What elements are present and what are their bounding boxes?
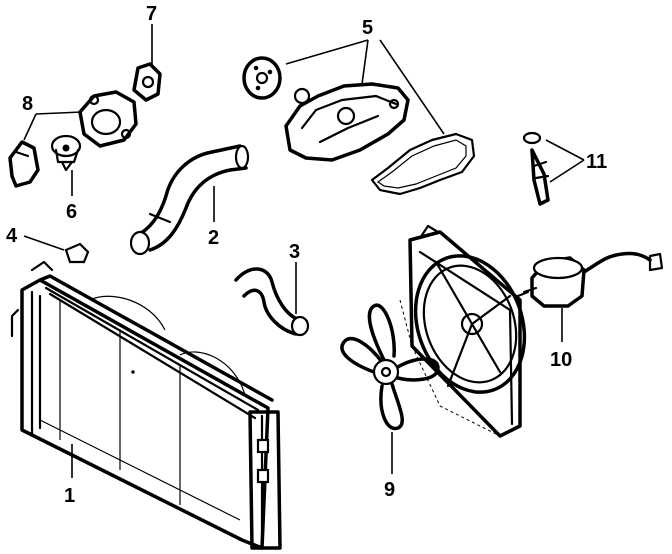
callout-4: 4 — [6, 225, 65, 251]
callout-1: 1 — [64, 444, 75, 507]
callout-10: 10 — [550, 308, 572, 371]
callout-11: 11 — [545, 139, 607, 183]
callout-7: 7 — [146, 3, 157, 64]
drain-plug — [64, 242, 90, 264]
thermostat — [50, 134, 82, 172]
callout-9: 9 — [384, 432, 395, 501]
callout-3: 3 — [289, 241, 300, 314]
pump-pulley-gasket — [242, 56, 282, 100]
radiator — [10, 260, 282, 550]
pump-body-gasket — [370, 132, 476, 196]
water-pump — [284, 82, 410, 162]
callout-2: 2 — [208, 186, 219, 249]
thermostat-gasket — [132, 62, 162, 102]
callout-9-label: 9 — [384, 479, 395, 501]
lower-radiator-hose — [234, 267, 310, 337]
callout-8-label: 8 — [22, 93, 33, 115]
callout-8: 8 — [22, 93, 83, 141]
callout-1-label: 1 — [64, 485, 75, 507]
upper-radiator-hose — [129, 144, 250, 256]
callout-4-label: 4 — [6, 225, 18, 247]
reference-dot — [131, 370, 135, 374]
callout-7-label: 7 — [146, 3, 157, 25]
fan-shroud — [399, 224, 527, 438]
callout-11-label: 11 — [586, 151, 607, 173]
temperature-sensor — [522, 131, 550, 206]
callout-6: 6 — [66, 170, 77, 223]
water-outlet — [8, 140, 40, 188]
callout-2-label: 2 — [208, 227, 219, 249]
cooling-fan-blade — [340, 303, 440, 431]
callout-3-label: 3 — [289, 241, 300, 263]
callout-5: 5 — [285, 17, 445, 135]
callout-5-label: 5 — [362, 17, 373, 39]
callout-6-label: 6 — [66, 201, 77, 223]
fan-motor — [516, 251, 664, 308]
thermostat-housing — [78, 90, 138, 148]
callout-10-label: 10 — [550, 349, 572, 371]
